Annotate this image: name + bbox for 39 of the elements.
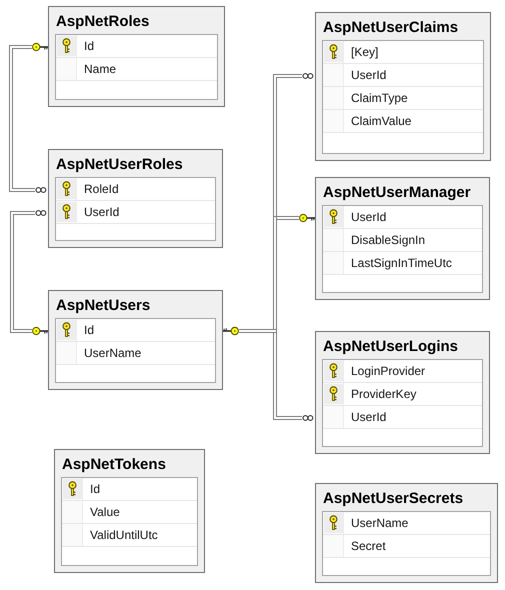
table-box — [315, 331, 490, 454]
column-name: Value — [90, 504, 120, 521]
relationship-line — [9, 42, 49, 194]
column-name: RoleId — [84, 181, 119, 198]
column-name: Name — [84, 61, 116, 78]
column-name: ClaimType — [351, 90, 408, 107]
column-name: UserId — [351, 409, 386, 426]
table-name: AspNetUserClaims — [323, 19, 458, 37]
column-name: Id — [84, 38, 94, 55]
table-name: AspNetUserLogins — [323, 338, 458, 356]
table-box — [315, 12, 491, 161]
column-name: Id — [84, 322, 94, 339]
table-box — [54, 449, 205, 573]
table-box — [315, 177, 490, 300]
table-name: AspNetUserSecrets — [323, 490, 464, 508]
column-name: UserId — [351, 209, 386, 226]
table-name: AspNetUserManager — [323, 184, 471, 202]
table-name: AspNetUsers — [56, 297, 150, 315]
column-name: DisableSignIn — [351, 232, 426, 249]
table-name: AspNetUserRoles — [56, 156, 183, 174]
column-name: Id — [90, 481, 100, 498]
column-name: [Key] — [351, 44, 378, 61]
column-name: LoginProvider — [351, 363, 426, 380]
column-name: Secret — [351, 538, 386, 555]
column-name: UserId — [351, 67, 386, 84]
table-name: AspNetTokens — [62, 456, 166, 474]
column-name: UserName — [84, 345, 142, 362]
column-name: UserId — [84, 204, 120, 221]
table-box — [48, 290, 223, 390]
table-box — [48, 6, 225, 107]
column-name: ProviderKey — [351, 386, 416, 403]
column-name: ClaimValue — [351, 113, 412, 130]
relationship-line — [10, 210, 49, 336]
table-box — [48, 149, 223, 248]
column-name: UserName — [351, 515, 408, 532]
column-name: LastSignInTimeUtc — [351, 255, 452, 272]
column-name: ValidUntilUtc — [90, 527, 158, 544]
table-name: AspNetRoles — [56, 13, 150, 31]
table-box — [315, 483, 498, 583]
